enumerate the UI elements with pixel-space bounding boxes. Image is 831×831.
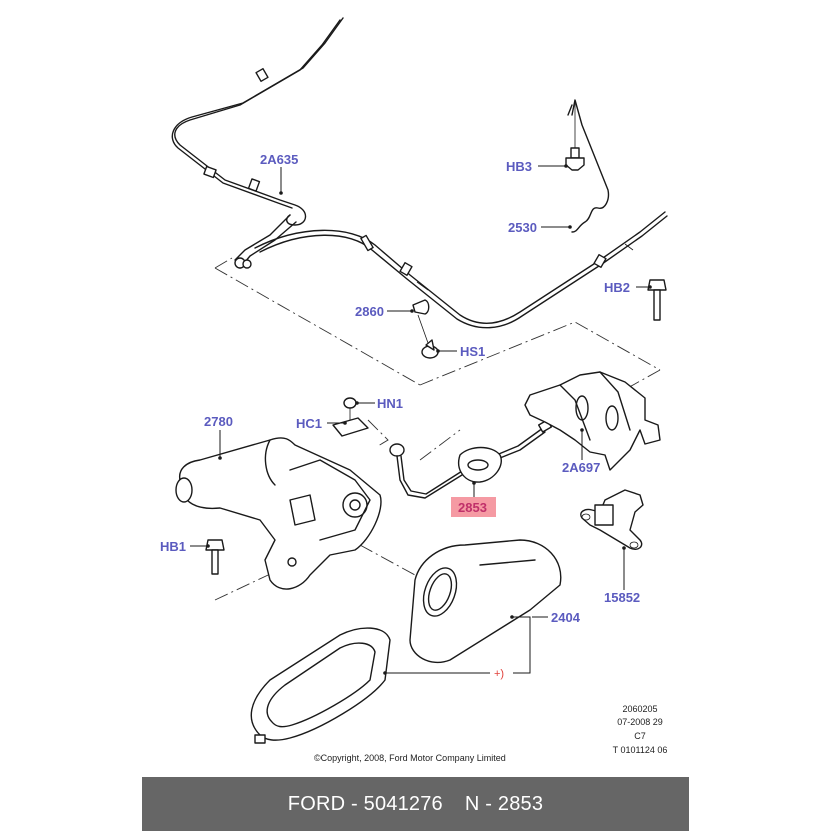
ref-line-4: T 0101124 06: [613, 745, 668, 755]
console-boot-2404: [409, 539, 562, 664]
part-label-HB2[interactable]: HB2: [604, 280, 630, 295]
footer-bar: FORD - 5041276 N - 2853: [142, 777, 689, 831]
footer-reference-number: N - 2853: [464, 792, 544, 815]
ref-line-1: 2060205: [622, 704, 657, 714]
rear-brake-cable-right: [254, 211, 668, 329]
part-label-2780[interactable]: 2780: [204, 414, 233, 429]
cable-bracket-2530: [567, 99, 610, 233]
note-marker: +): [494, 668, 504, 680]
part-label-2404[interactable]: 2404: [551, 610, 581, 625]
highlight-box: [451, 497, 496, 517]
reference-block: 2060205 07-2008 29 C7 T 0101124 06: [613, 704, 668, 755]
copyright-text: ©Copyright, 2008, Ford Motor Company Lim…: [314, 753, 506, 763]
part-label-HB3[interactable]: HB3: [506, 159, 532, 174]
bolt-hb3: [565, 100, 585, 171]
part-label-15852[interactable]: 15852: [604, 590, 640, 605]
part-label-HC1[interactable]: HC1: [296, 416, 322, 431]
leader-lines: [190, 164, 652, 675]
front-cable-2853: [389, 419, 553, 499]
part-label-HB1[interactable]: HB1: [160, 539, 186, 554]
part-label-2530[interactable]: 2530: [508, 220, 537, 235]
part-label-2A697[interactable]: 2A697: [562, 460, 600, 475]
heat-shield-2A697: [524, 371, 661, 471]
bolt-hb1: [205, 539, 225, 575]
clip-hc1: [332, 417, 369, 437]
clip-2860: [412, 299, 439, 359]
trim-ring: [250, 627, 391, 744]
switch-15852: [580, 489, 644, 550]
highlighted-part-label-2853[interactable]: 2853: [451, 497, 496, 517]
handbrake-lever-2780: [175, 437, 382, 590]
ref-line-2: 07-2008 29: [617, 717, 663, 727]
part-label-2860[interactable]: 2860: [355, 304, 384, 319]
part-label-2853[interactable]: 2853: [458, 500, 487, 515]
part-label-2A635[interactable]: 2A635: [260, 152, 298, 167]
part-label-HS1[interactable]: HS1: [460, 344, 485, 359]
ref-line-3: C7: [634, 731, 646, 741]
footer-brand-part-number: FORD - 5041276: [287, 792, 443, 815]
part-label-HN1[interactable]: HN1: [377, 396, 403, 411]
rear-brake-cable-left: [171, 17, 344, 269]
